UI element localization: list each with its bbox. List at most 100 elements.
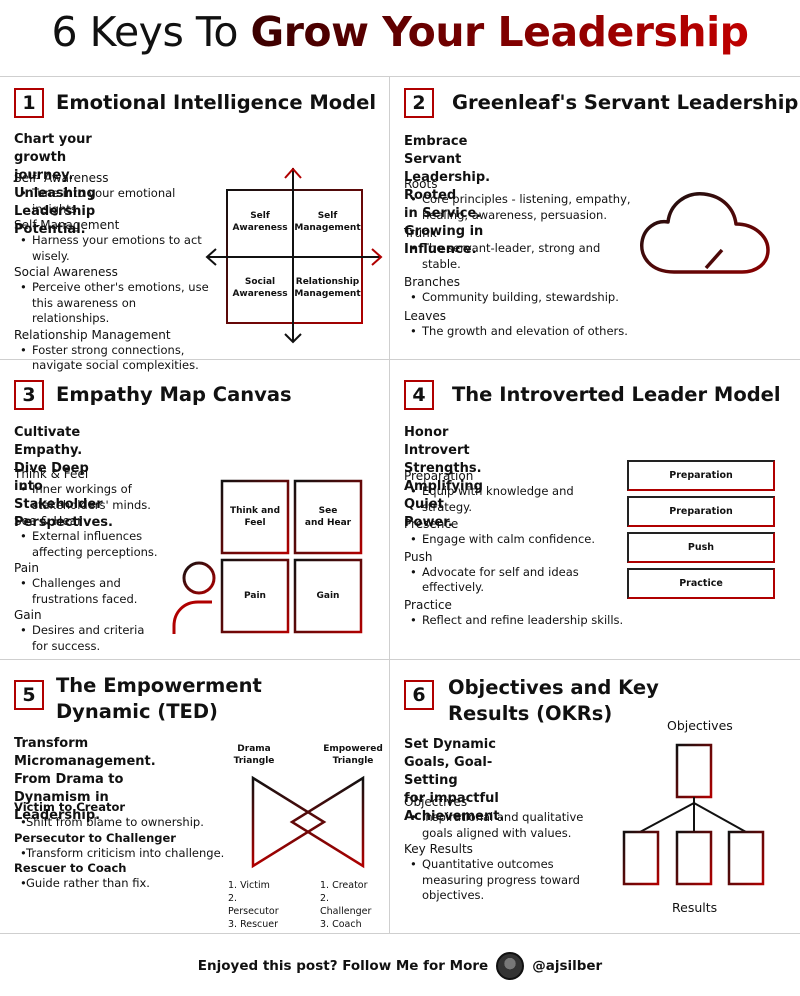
divider-bottom xyxy=(0,933,800,934)
empathy-box-label: Pain xyxy=(244,591,266,601)
item-heading: Persecutor to Challenger xyxy=(14,830,176,845)
stack-box-preparation: Preparation xyxy=(627,460,775,491)
panel-title: The Introverted Leader Model xyxy=(452,383,781,406)
subtitle-line: Transform Micromanagement. xyxy=(14,736,156,769)
item-heading: Presence xyxy=(404,517,459,531)
footer: Enjoyed this post? Follow Me for More @a… xyxy=(0,948,800,984)
item-bullet: Foster strong connections,navigate socia… xyxy=(14,343,214,374)
panel-items: Self- Awareness Tune into your emotional… xyxy=(14,170,214,374)
okr-results-label: Results xyxy=(672,900,718,915)
panel-title: Greenleaf's Servant Leadership xyxy=(452,91,799,114)
item-bullet: Guide rather than fix. xyxy=(14,876,234,892)
subtitle-line: Honor Introvert Strengths. xyxy=(404,425,482,476)
item-heading: Self- Awareness xyxy=(14,171,109,185)
panel-number: 5 xyxy=(14,680,44,710)
item-bullet: Transform criticism into challenge. xyxy=(14,846,234,862)
panel-number: 1 xyxy=(14,88,44,118)
item-heading: Roots xyxy=(404,177,438,191)
okr-objectives-label: Objectives xyxy=(667,718,733,733)
panel-title: Objectives and Key Results (OKRs) xyxy=(448,675,659,727)
stack-box-push: Push xyxy=(627,532,775,563)
item-heading: Rescuer to Coach xyxy=(14,861,127,875)
panel-subtitle: Transform Micromanagement. From Drama to… xyxy=(14,735,156,825)
item-bullet: Reflect and refine leadership skills. xyxy=(404,613,624,629)
item-bullet: Community building, stewardship. xyxy=(404,290,644,306)
footer-text: Enjoyed this post? Follow Me for More xyxy=(197,958,489,974)
item-heading: Gain xyxy=(14,608,42,622)
item-bullet: The growth and elevation of others. xyxy=(404,324,644,340)
panel-title: Empathy Map Canvas xyxy=(56,383,292,406)
quadrant-svg xyxy=(205,167,383,344)
title-line: Objectives and Key xyxy=(448,676,659,699)
item-heading: Pain xyxy=(14,561,39,575)
panel-items: Roots Core principles - listening, empat… xyxy=(404,176,644,339)
item-heading: Key Results xyxy=(404,842,473,856)
item-heading: Trunk xyxy=(404,226,437,240)
item-bullet: Core principles - listening, empathy,hea… xyxy=(404,192,644,223)
arrow-left xyxy=(205,248,217,266)
item-heading: Victim to Creator xyxy=(14,800,126,814)
title-line: The Empowerment xyxy=(56,674,262,697)
drama-list: 1. Victim 2. Persecutor 3. Rescuer xyxy=(228,880,279,930)
item-heading: Relationship Management xyxy=(14,327,171,342)
item-heading: Preparation xyxy=(404,469,474,483)
divider-row2 xyxy=(0,659,800,660)
panel-items: Objectives Inspirational and qualitative… xyxy=(404,794,624,904)
title-line: Dynamic (TED) xyxy=(56,700,218,723)
empathy-map-diagram xyxy=(172,479,363,634)
item-heading: Objectives xyxy=(404,795,468,809)
subtitle-line: Chart your growth journey. xyxy=(14,132,92,183)
bowtie-triangles-diagram xyxy=(251,775,365,869)
subtitle-line: Set Dynamic Goals, Goal-Setting xyxy=(404,737,496,788)
divider-vertical xyxy=(389,76,390,933)
avatar[interactable] xyxy=(496,952,525,980)
panel-items: Preparation Equip with knowledge andstra… xyxy=(404,468,624,628)
item-heading: Practice xyxy=(404,597,452,612)
title-part-1: 6 Keys To xyxy=(51,8,251,56)
arrow-down xyxy=(284,333,302,344)
panel-items: Victim to Creator Shift from blame to ow… xyxy=(14,800,234,892)
divider-row1 xyxy=(0,359,800,360)
empowered-list: 1. Creator 2. Challenger 3. Coach xyxy=(320,880,372,930)
item-heading: Think & Feel xyxy=(14,467,89,481)
author-handle[interactable]: @ajsilber xyxy=(532,958,603,974)
panel-title: The Empowerment Dynamic (TED) xyxy=(56,673,262,725)
panel-number: 4 xyxy=(404,380,434,410)
panel-number: 2 xyxy=(404,88,434,118)
panel-number: 6 xyxy=(404,680,434,710)
item-heading: Branches xyxy=(404,275,460,289)
panel-items: Think & Feel Inner workings ofstakeholde… xyxy=(14,466,184,654)
item-bullet: Engage with calm confidence. xyxy=(404,532,624,548)
item-heading: See & Hear xyxy=(14,514,83,528)
stack-box-preparation-2: Preparation xyxy=(627,496,775,527)
page-title: 6 Keys To Grow Your Leadership xyxy=(0,8,800,56)
item-heading: Push xyxy=(404,549,433,564)
tree-cloud-icon xyxy=(640,192,770,324)
stack-box-practice: Practice xyxy=(627,568,775,599)
title-line: Results (OKRs) xyxy=(448,702,613,725)
panel-number: 3 xyxy=(14,380,44,410)
panel-title: Emotional Intelligence Model xyxy=(56,91,376,114)
empathy-box-label: Gain xyxy=(316,591,340,601)
